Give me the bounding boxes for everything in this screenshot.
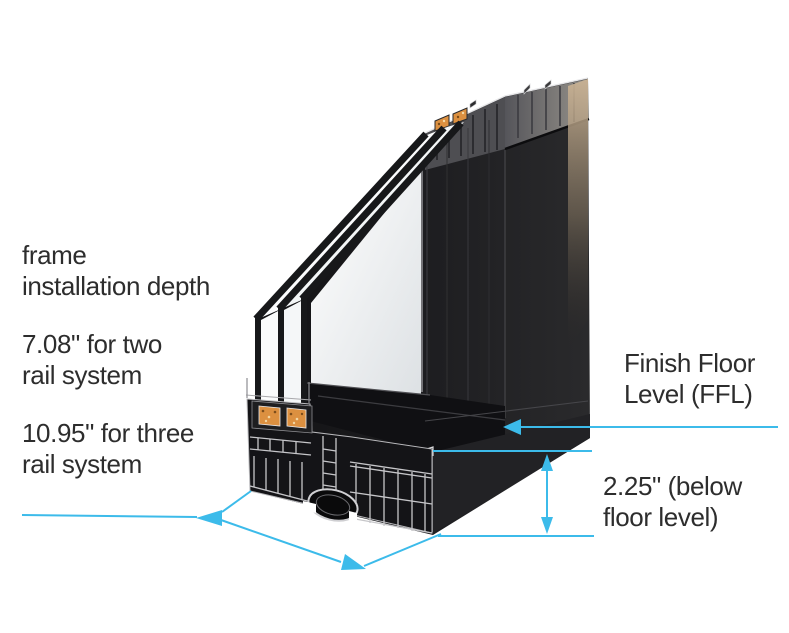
jamb-highlight <box>568 79 588 350</box>
depth-dimension-arrow <box>21 490 442 570</box>
two-rail-label: 7.08" for two rail system <box>22 329 162 391</box>
frame-depth-label: frame installation depth <box>22 240 210 302</box>
three-rail-label-line1: 10.95" for three <box>22 418 194 448</box>
below-floor-label-line1: 2.25" (below <box>603 471 742 501</box>
frame-depth-label-line1: frame <box>22 240 87 270</box>
ffl-arrow <box>503 419 778 435</box>
glass-panels <box>253 120 464 418</box>
ffl-label-line2: Level (FFL) <box>624 379 753 409</box>
below-floor-label-line2: floor level) <box>603 502 719 532</box>
ffl-label: Finish Floor Level (FFL) <box>624 348 755 410</box>
two-rail-label-line2: rail system <box>22 360 142 390</box>
ffl-label-line1: Finish Floor <box>624 348 756 378</box>
three-rail-label: 10.95" for three rail system <box>22 418 194 480</box>
below-floor-label: 2.25" (below floor level) <box>603 471 742 533</box>
jamb-seams <box>421 120 506 418</box>
bottom-rails <box>306 382 589 452</box>
profile-top-cut <box>424 77 590 170</box>
three-rail-label-line2: rail system <box>22 449 142 479</box>
sill-cut-face <box>245 378 433 534</box>
frame-depth-label-line2: installation depth <box>22 271 210 301</box>
top-thermal-break <box>434 107 468 132</box>
sill-thermal-break <box>258 405 307 429</box>
roller-track-cavity <box>307 488 359 522</box>
two-rail-label-line1: 7.08" for two <box>22 329 162 359</box>
below-floor-dimension-arrow <box>433 450 594 537</box>
dimension-annotations <box>21 419 778 570</box>
